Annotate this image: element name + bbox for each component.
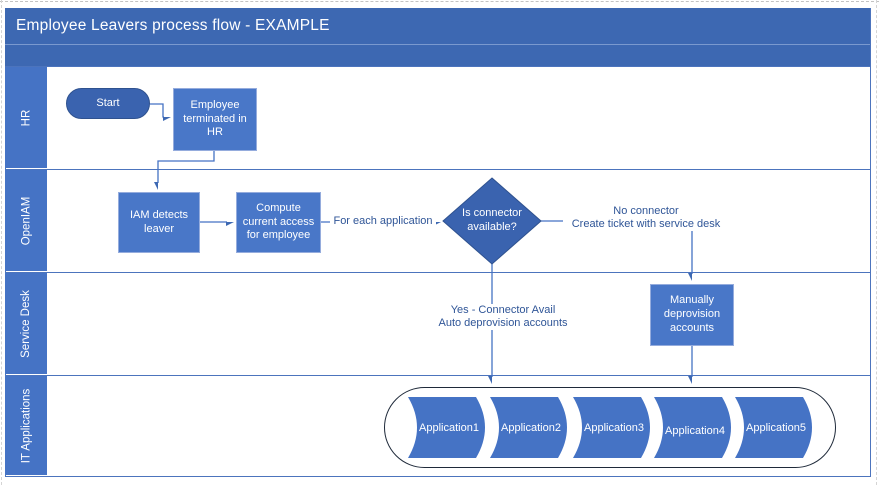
lane-label-openiam-text: OpenIAM	[20, 196, 33, 245]
edge-label-for-each-application-text: For each application	[333, 215, 433, 227]
manually-deprovision-label: Manually deprovision accounts	[663, 294, 721, 334]
lane-divider-servicedesk-itapps	[5, 375, 871, 376]
lane-label-service-desk-text: Service Desk	[20, 289, 32, 358]
compute-access-label: Compute current access for employee	[242, 201, 315, 242]
edge-label-no-connector-line1: No connector	[613, 205, 679, 217]
lane-top-border	[5, 66, 871, 67]
lane-label-hr: HR	[5, 67, 47, 168]
lane-label-service-desk: Service Desk	[5, 273, 47, 374]
edge-label-no-connector: No connector Create ticket with service …	[563, 205, 729, 231]
lane-right-border	[870, 8, 871, 476]
decision-diamond-label: Is connector available?	[447, 199, 537, 243]
iam-detects-leaver-label: IAM detects leaver	[129, 208, 189, 235]
lane-divider-openiam-servicedesk	[5, 272, 871, 273]
edge-label-yes-connector-line2: Auto deprovision accounts	[438, 317, 568, 329]
iam-detects-leaver-node: IAM detects leaver	[118, 192, 200, 253]
employee-terminated-label: Employee terminated in HR	[183, 98, 247, 139]
page-boundary-right	[876, 0, 877, 485]
page-boundary-top	[0, 1, 879, 2]
lane-bottom-border	[5, 476, 871, 477]
decision-diamond-label-text: Is connector available?	[462, 207, 522, 233]
edge-label-yes-connector: Yes - Connector Avail Auto deprovision a…	[437, 304, 569, 330]
edge-label-no-connector-line2: Create ticket with service desk	[571, 218, 721, 230]
lane-label-openiam: OpenIAM	[5, 170, 47, 271]
edge-start-to-terminated	[150, 103, 164, 117]
lane-label-it-applications: IT Applications	[5, 376, 47, 475]
edge-label-yes-connector-line1: Yes - Connector Avail	[450, 304, 556, 316]
start-node-label: Start	[96, 96, 120, 109]
lane-left-border	[5, 66, 6, 476]
employee-terminated-node: Employee terminated in HR	[173, 88, 257, 151]
edge-label-for-each-application: For each application	[330, 215, 436, 228]
lane-divider-hr-openiam	[5, 169, 871, 170]
title-sub-band	[5, 44, 871, 66]
start-node: Start	[66, 88, 150, 119]
lane-label-hr-text: HR	[20, 109, 32, 126]
lane-label-it-applications-text: IT Applications	[20, 388, 32, 463]
it-applications-container	[384, 387, 836, 468]
compute-access-node: Compute current access for employee	[236, 192, 321, 253]
page-boundary-left	[1, 0, 2, 485]
edge-terminated-to-iam	[158, 151, 215, 183]
diagram-title-bar: Employee Leavers process flow - EXAMPLE	[5, 8, 871, 44]
manually-deprovision-node: Manually deprovision accounts	[650, 284, 734, 346]
diagram-title: Employee Leavers process flow - EXAMPLE	[16, 17, 330, 34]
